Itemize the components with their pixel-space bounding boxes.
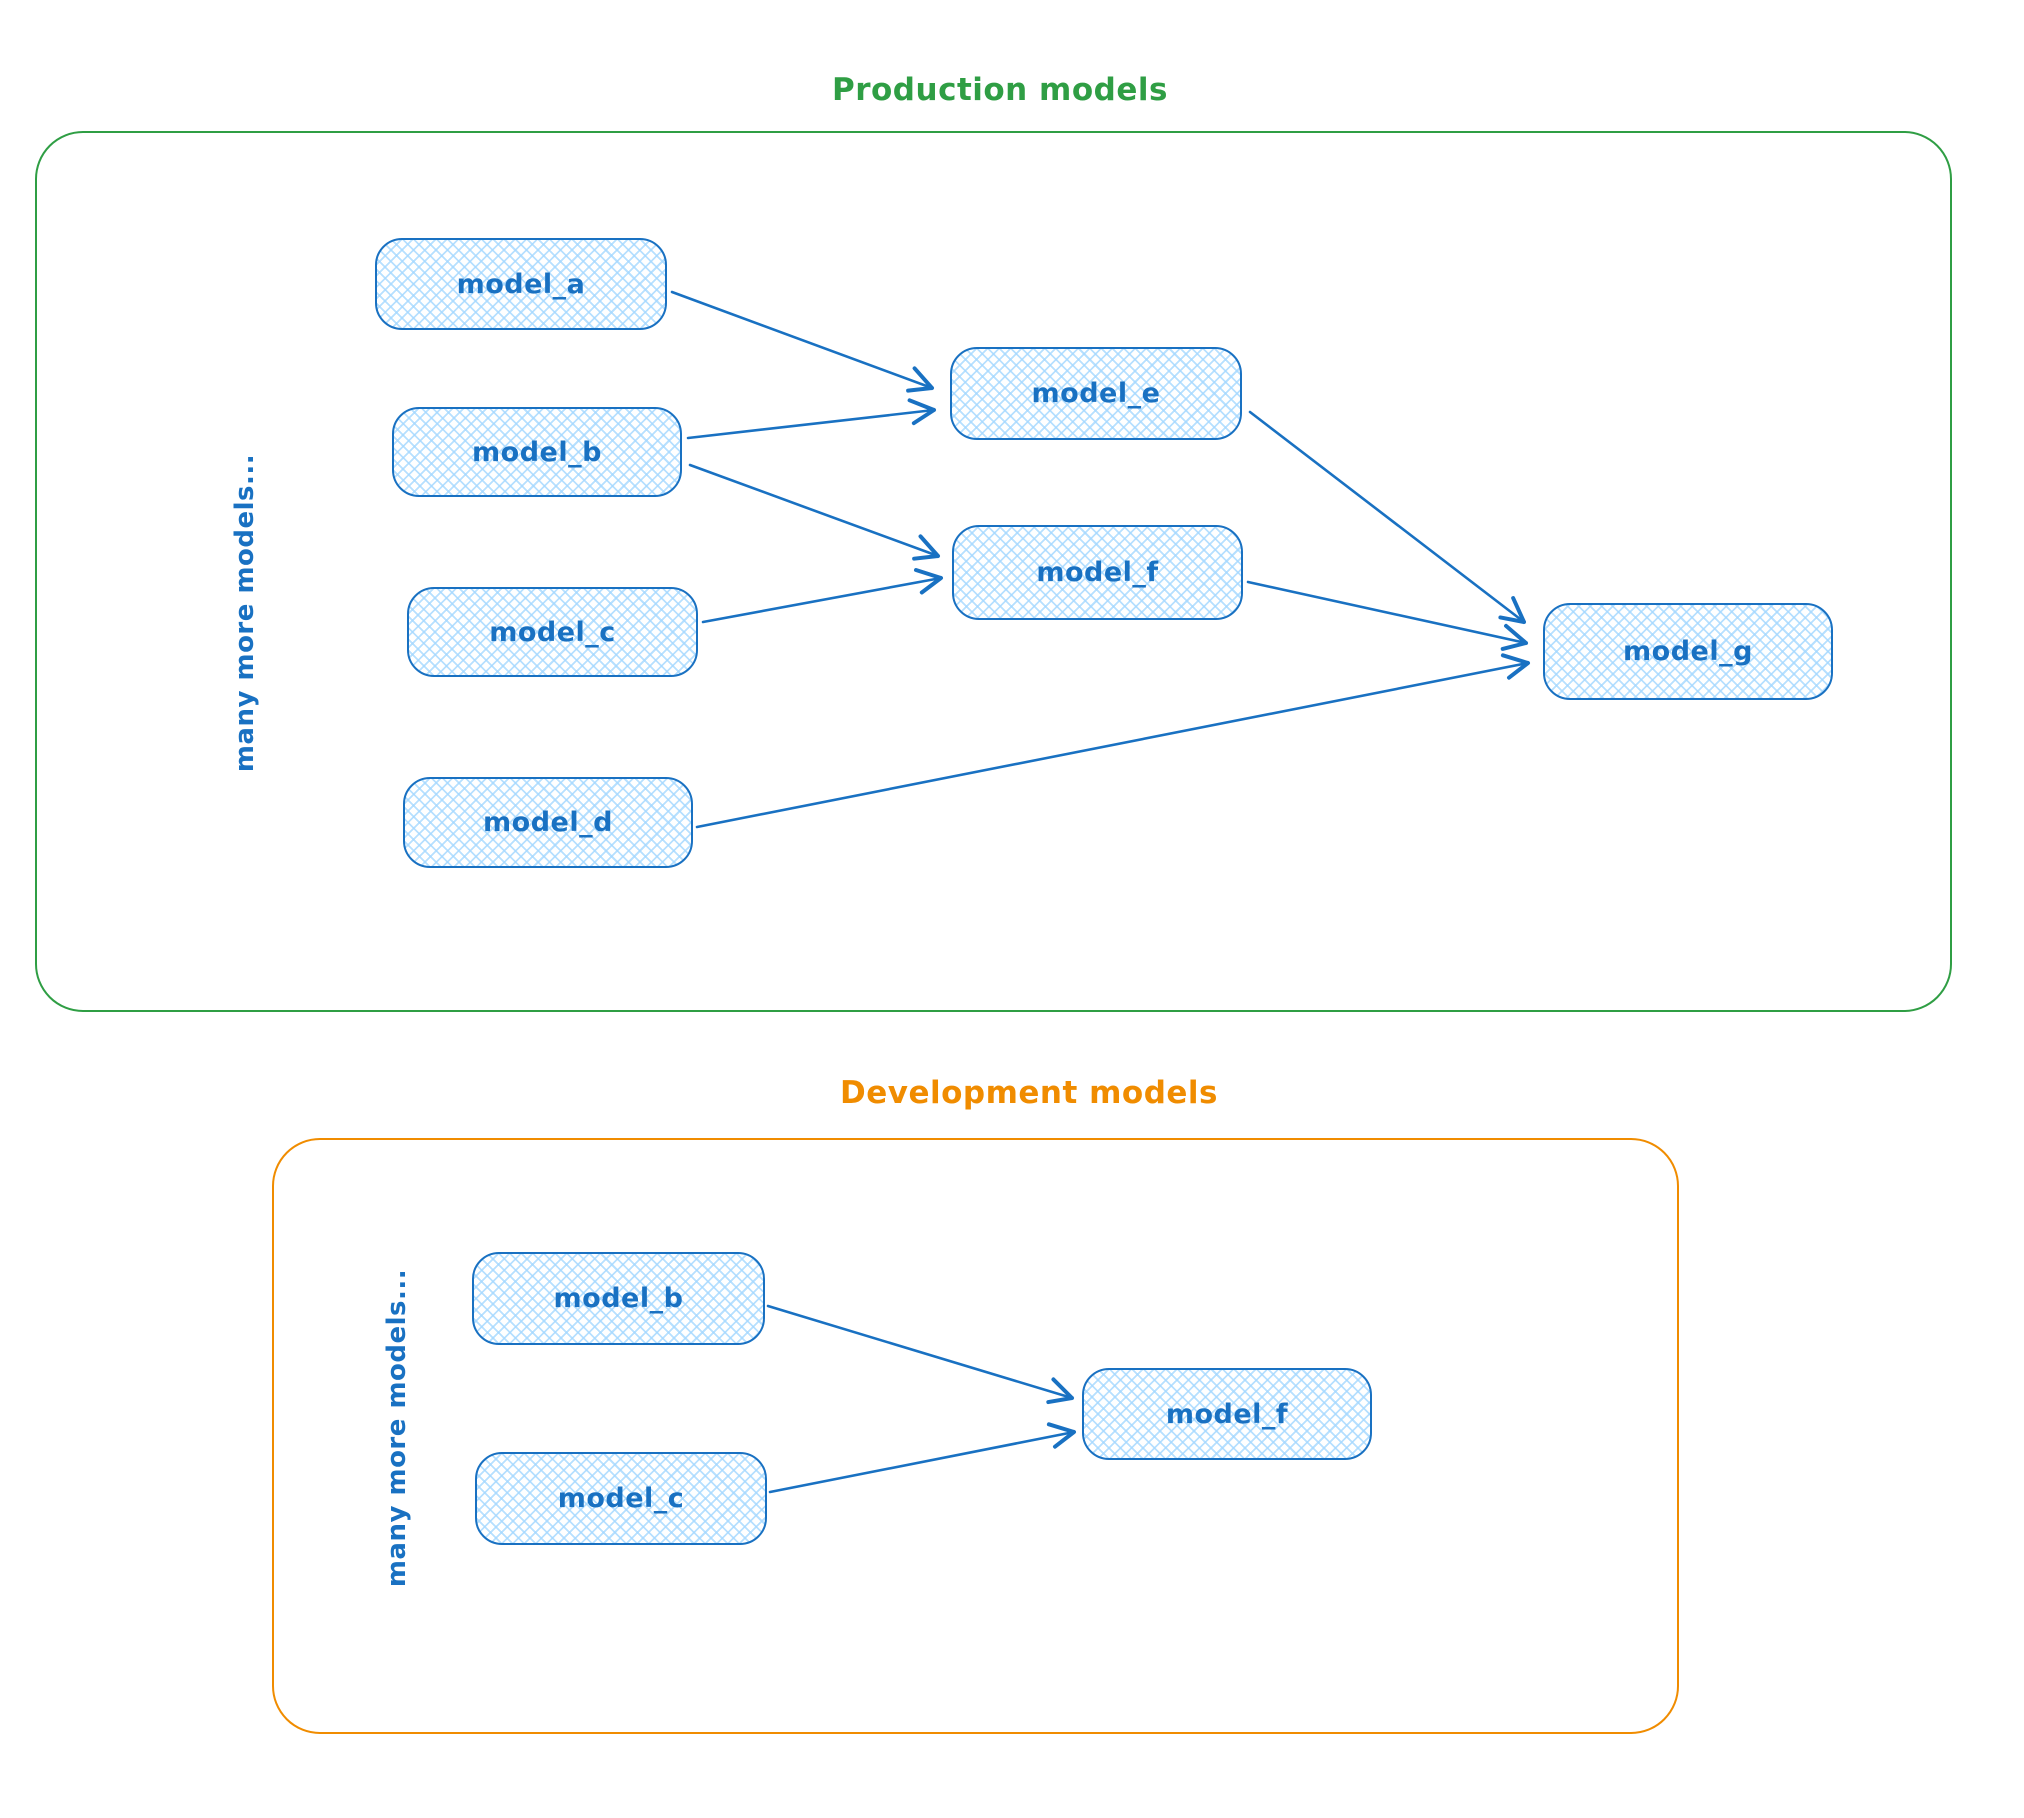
node-model-b-label: model_b [472, 436, 602, 468]
node-model-c-production: model_c [407, 587, 698, 677]
node-model-g-label: model_g [1623, 636, 1753, 667]
node-model-f-production: model_f [952, 525, 1243, 620]
node-model-b-dev-label: model_b [553, 1283, 684, 1314]
node-model-c-development: model_c [475, 1452, 767, 1545]
node-model-a-label: model_a [456, 268, 586, 300]
node-model-c-label: model_c [489, 616, 616, 648]
node-model-g-production: model_g [1543, 603, 1833, 700]
node-model-e-production: model_e [950, 347, 1242, 440]
node-model-a-production: model_a [375, 238, 667, 330]
node-model-e-label: model_e [1031, 378, 1161, 409]
node-model-b-production: model_b [392, 407, 682, 497]
production-section-title: Production models [832, 72, 1168, 108]
development-side-label: many more models... [382, 1268, 412, 1588]
production-section-frame [35, 131, 1952, 1012]
development-section-frame [272, 1138, 1679, 1734]
node-model-f-label: model_f [1036, 557, 1159, 588]
node-model-f-development: model_f [1082, 1368, 1372, 1460]
node-model-c-dev-label: model_c [557, 1483, 685, 1514]
node-model-d-label: model_d [483, 807, 613, 838]
production-side-label: many more models... [230, 453, 260, 773]
node-model-b-development: model_b [472, 1252, 765, 1345]
development-section-title: Development models [840, 1075, 1219, 1111]
node-model-f-dev-label: model_f [1165, 1398, 1289, 1430]
node-model-d-production: model_d [403, 777, 693, 868]
